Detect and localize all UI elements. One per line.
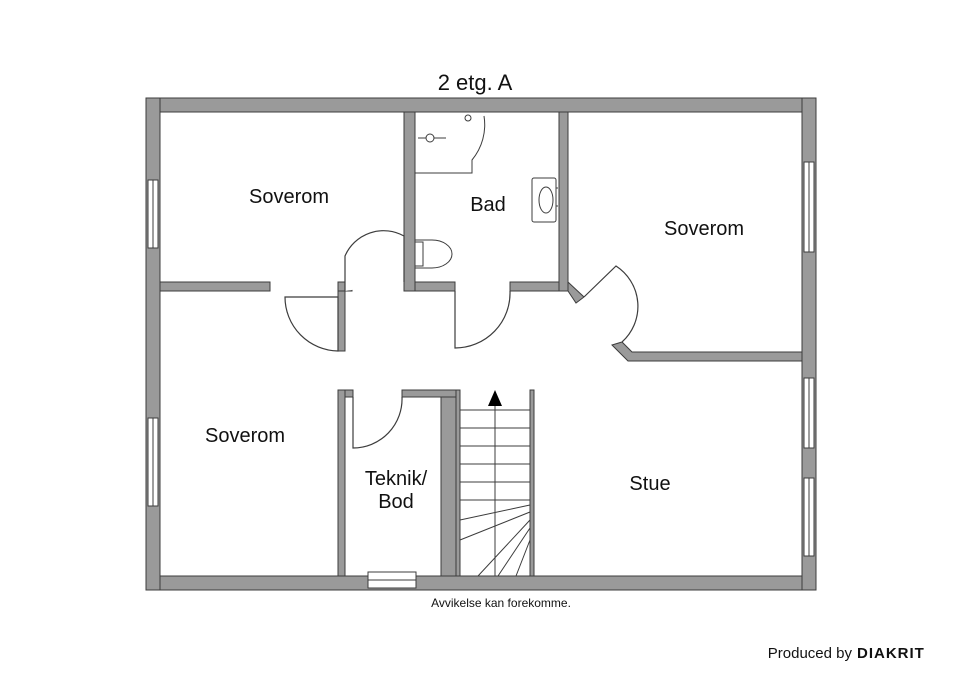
room-label-bedroom-bottom-left: Soverom [205, 425, 285, 447]
windows [147, 161, 815, 589]
shower-curtain [415, 115, 486, 174]
door-swings [284, 230, 639, 449]
interior-walls [159, 111, 803, 577]
room-label-living-room: Stue [629, 473, 670, 495]
door-hall-left [284, 296, 339, 352]
outer-walls [145, 97, 817, 591]
room-label-technical-line1: Teknik/ [365, 468, 428, 490]
door-storage [352, 396, 403, 449]
door-top-left-bedroom [344, 230, 405, 291]
credit-brand-logo: DIAKRIT [857, 645, 925, 662]
room-label-technical-line2: Bod [378, 491, 414, 513]
stair-direction-arrow [488, 390, 502, 406]
room-label-bedroom-top-left: Soverom [249, 186, 329, 208]
floor-title: 2 etg. A [438, 70, 513, 95]
bathroom-fixtures [414, 114, 558, 269]
disclaimer: Avvikelse kan forekomme. [431, 596, 571, 610]
credit: Produced by DIAKRIT [768, 645, 925, 662]
toilet [414, 239, 453, 269]
door-bathroom [454, 290, 511, 349]
room-label-bedroom-top-right: Soverom [664, 218, 744, 240]
staircase [459, 390, 531, 577]
credit-prefix: Produced by [768, 645, 853, 662]
door-top-right-bedroom [583, 265, 639, 343]
room-label-bathroom: Bad [470, 194, 506, 216]
